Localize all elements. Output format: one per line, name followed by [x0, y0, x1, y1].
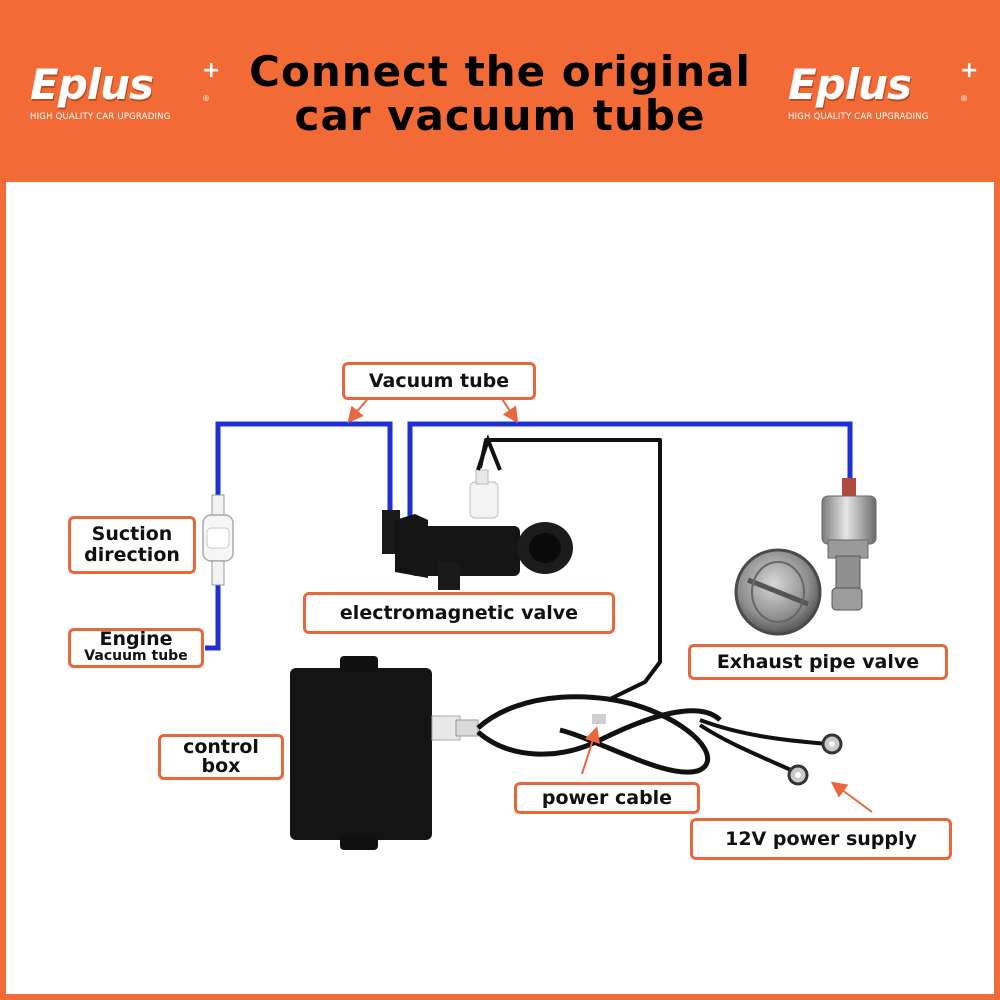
- logo-registered-mark: ®: [960, 94, 968, 103]
- label-vacuum-tube-text: Vacuum tube: [368, 370, 510, 392]
- logo-plus: +: [202, 58, 221, 83]
- label-power-cable-text: power cable: [541, 787, 673, 809]
- label-power-supply-text: 12V power supply: [725, 828, 917, 850]
- logo-tagline: HIGH QUALITY CAR UPGRADING: [30, 112, 171, 122]
- label-12v-power-supply: 12V power supply: [690, 818, 952, 860]
- logo-plus: +: [960, 58, 979, 83]
- power-cable-harness: [476, 694, 829, 775]
- logo-wordmark: Eplus: [788, 60, 912, 109]
- label-control-line1: control: [183, 736, 259, 758]
- pointer-arrow-vacuum-left: [347, 395, 371, 424]
- logo-tagline: HIGH QUALITY CAR UPGRADING: [788, 112, 929, 122]
- electromagnetic-valve-body: [382, 469, 573, 590]
- pointer-arrow-power-supply: [830, 781, 873, 813]
- brand-logo-left: Eplus + ® HIGH QUALITY CAR UPGRADING: [30, 58, 220, 132]
- exhaust-pipe-valve-body: [734, 478, 877, 636]
- label-engine-line1: Engine: [99, 628, 173, 650]
- vacuum-tube-engine-line: [205, 421, 393, 651]
- label-power-cable: power cable: [514, 782, 700, 814]
- title-line-2: car vacuum tube: [294, 91, 706, 140]
- ring-terminals: [787, 733, 843, 786]
- label-vacuum-tube: Vacuum tube: [342, 362, 536, 400]
- label-electromagnetic-valve-text: electromagnetic valve: [339, 602, 579, 624]
- label-electromagnetic-valve: electromagnetic valve: [303, 592, 615, 634]
- label-exhaust-pipe-valve-text: Exhaust pipe valve: [716, 651, 920, 673]
- label-control-line2: box: [201, 755, 241, 777]
- pointer-arrow-power-cable: [581, 726, 600, 775]
- label-suction-direction: Suction direction: [68, 516, 196, 574]
- vacuum-tube-exhaust-line: [407, 421, 853, 528]
- label-engine-vacuum-tube: Engine Vacuum tube: [68, 628, 204, 668]
- signal-wire-arrow-tip: [476, 434, 502, 471]
- label-suction-line1: Suction: [91, 523, 173, 545]
- header-banner: Eplus + ® HIGH QUALITY CAR UPGRADING Con…: [0, 0, 1000, 182]
- label-engine-line2: Vacuum tube: [84, 648, 188, 664]
- check-valve-filter: [202, 494, 234, 586]
- label-exhaust-pipe-valve: Exhaust pipe valve: [688, 644, 948, 680]
- pointer-arrow-vacuum-right: [499, 395, 519, 424]
- control-box-unit: [290, 656, 479, 850]
- logo-wordmark: Eplus: [30, 60, 154, 109]
- logo-registered-mark: ®: [202, 94, 210, 103]
- label-control-box: control box: [158, 734, 284, 780]
- label-suction-line2: direction: [84, 544, 180, 566]
- title-line-1: Connect the original: [249, 47, 751, 96]
- brand-logo-right: Eplus + ® HIGH QUALITY CAR UPGRADING: [788, 58, 978, 132]
